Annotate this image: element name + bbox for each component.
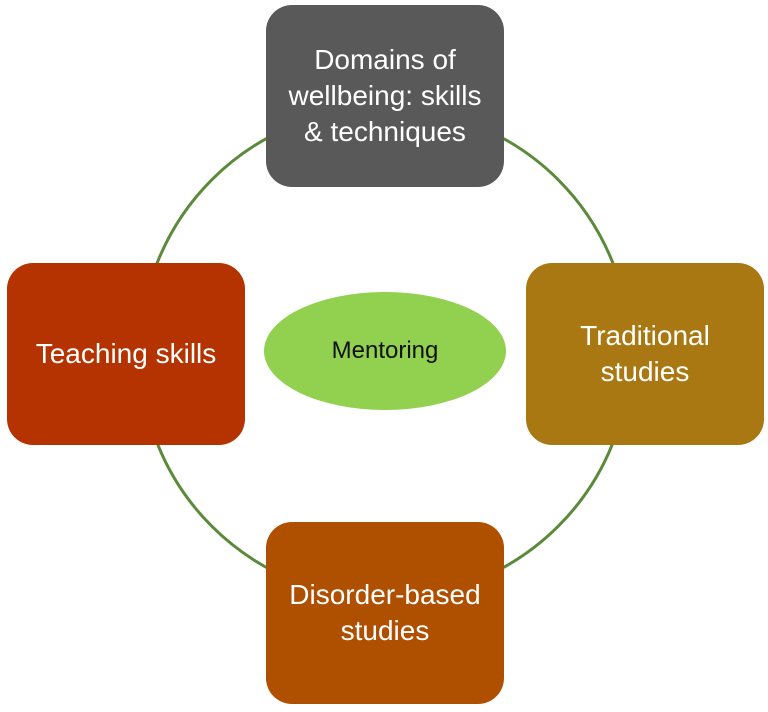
node-teaching-skills: Teaching skills [7, 263, 245, 445]
node-disorder-based-studies-label: Disorder-based studies [289, 579, 481, 646]
center-node-mentoring-label: Mentoring [331, 337, 439, 364]
node-disorder-based-studies: Disorder-based studies [266, 522, 504, 704]
node-traditional-studies: Traditional studies [526, 263, 764, 445]
node-domains-of-wellbeing-label: Domains of wellbeing: skills & technique… [288, 44, 482, 147]
node-traditional-studies-label: Traditional studies [580, 320, 710, 387]
node-domains-of-wellbeing: Domains of wellbeing: skills & technique… [266, 5, 504, 187]
node-teaching-skills-label: Teaching skills [35, 338, 217, 370]
center-node-mentoring: Mentoring [264, 292, 506, 410]
